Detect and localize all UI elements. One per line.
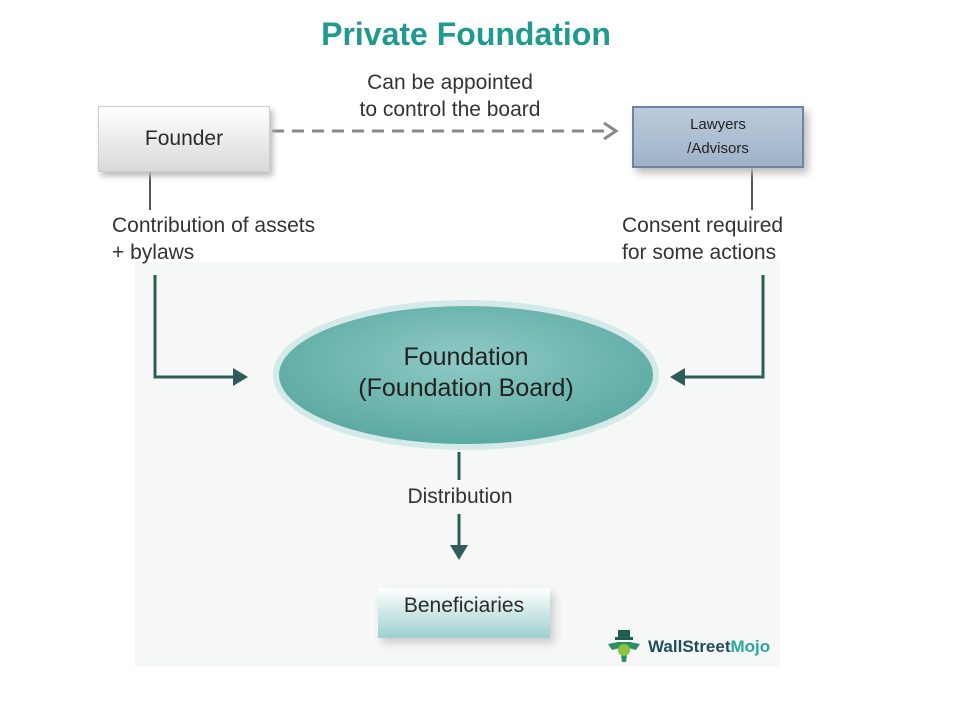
lawyers-label-line2: /Advisors (687, 140, 749, 157)
foundation-label: Foundation (Foundation Board) (276, 342, 656, 404)
contribution-label-line1: Contribution of assets (112, 214, 316, 237)
lawyers-label: Lawyers /Advisors (687, 113, 749, 161)
logo-text-wallstreet: WallStreet (648, 637, 731, 656)
founder-node: Founder (98, 106, 270, 172)
contribution-label-line2: + bylaws (112, 241, 195, 264)
distribution-arrow (450, 452, 468, 560)
consent-label-line1: Consent required (622, 214, 784, 237)
appoint-dashed-arrow (272, 121, 619, 141)
diagram-title: Private Foundation (321, 16, 611, 52)
consent-label: Consent required for some actions (622, 212, 783, 266)
foundation-label-line2: (Foundation Board) (358, 374, 574, 402)
contribution-label: Contribution of assets + bylaws (112, 212, 315, 266)
consent-label-line2: for some actions (622, 241, 777, 264)
mojo-mascot-icon (608, 630, 640, 662)
appoint-label: Can be appointed to control the board (250, 69, 650, 123)
appoint-label-line1: Can be appointed (367, 71, 533, 94)
distribution-label: Distribution (407, 485, 513, 508)
foundation-ellipse (273, 300, 659, 450)
foundation-label-line1: Foundation (403, 343, 529, 371)
beneficiaries-node: Beneficiaries (378, 588, 550, 638)
appoint-label-line2: to control the board (359, 98, 541, 121)
lawyers-node: Lawyers /Advisors (632, 106, 804, 168)
lawyers-label-line1: Lawyers (690, 116, 746, 133)
contribution-arrow (153, 275, 248, 386)
consent-arrow (670, 275, 765, 386)
wallstreetmojo-logo: WallStreetMojo (606, 630, 770, 664)
logo-text-mojo: Mojo (730, 637, 771, 656)
